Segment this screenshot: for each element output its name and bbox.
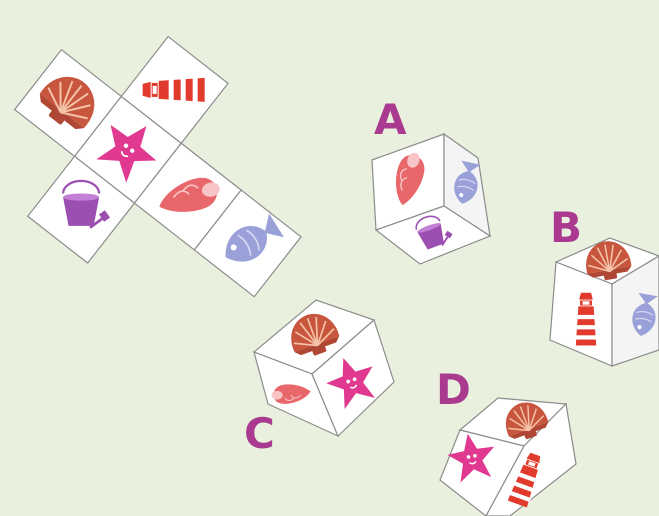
cube-option-b[interactable]: [550, 238, 659, 366]
cube-option-d[interactable]: [440, 396, 576, 516]
option-label-c: C: [244, 409, 275, 458]
cube-option-c[interactable]: [254, 300, 394, 436]
option-label-a: A: [374, 95, 407, 144]
cube-net: [0, 0, 348, 357]
option-label-b: B: [550, 203, 582, 252]
cube-option-a[interactable]: [372, 134, 490, 264]
option-label-d: D: [436, 365, 471, 414]
